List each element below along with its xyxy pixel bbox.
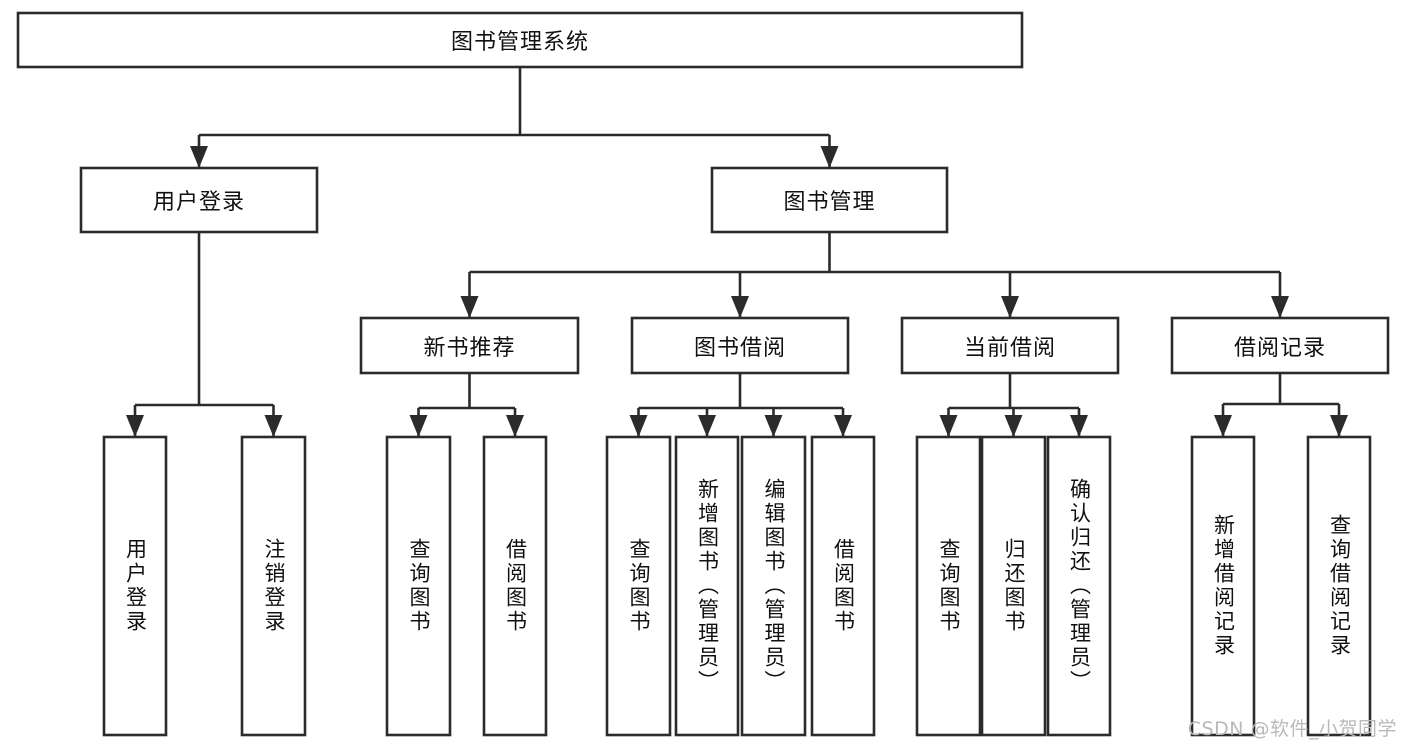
node-box-leaf-confirm-return-admin[interactable] bbox=[1046, 435, 1112, 737]
node-box-book-borrow[interactable] bbox=[630, 316, 850, 375]
arrow-head-icon-leaf-add-book-admin bbox=[698, 415, 716, 437]
arrow-head-icon-leaf-query-borrow-record bbox=[1330, 415, 1348, 437]
arrow-head-icon-new-book-recommend bbox=[460, 296, 479, 318]
arrow-head-icon-leaf-query-book-current bbox=[939, 415, 958, 437]
connectors-group bbox=[126, 67, 1348, 437]
node-box-leaf-query-book-current[interactable] bbox=[915, 435, 982, 737]
node-box-leaf-return-book[interactable] bbox=[980, 435, 1047, 737]
arrow-head-icon-book-borrow bbox=[731, 296, 749, 318]
node-box-leaf-query-borrow-record[interactable] bbox=[1306, 435, 1372, 737]
arrow-head-icon-leaf-borrow-book-rec bbox=[506, 415, 524, 437]
watermark-text: CSDN @软件_小贺同学 bbox=[1187, 718, 1397, 740]
node-box-leaf-user-login[interactable] bbox=[102, 435, 168, 737]
arrow-head-icon-leaf-return-book bbox=[1004, 415, 1023, 437]
arrow-head-icon-book-manage bbox=[820, 146, 839, 168]
node-box-leaf-query-book-rec[interactable] bbox=[385, 435, 452, 737]
node-box-new-book-recommend[interactable] bbox=[359, 316, 580, 375]
arrow-head-icon-leaf-confirm-return-admin bbox=[1070, 415, 1088, 437]
node-box-leaf-borrow-book-rec[interactable] bbox=[482, 435, 548, 737]
arrow-head-icon-leaf-query-book-borrow bbox=[629, 415, 648, 437]
node-box-leaf-logout[interactable] bbox=[240, 435, 307, 737]
node-box-root[interactable] bbox=[16, 11, 1024, 69]
node-box-user-login[interactable] bbox=[79, 166, 319, 234]
arrow-head-icon-leaf-add-borrow-record bbox=[1214, 415, 1232, 437]
node-box-leaf-edit-book-admin[interactable] bbox=[740, 435, 807, 737]
node-box-leaf-borrow-book[interactable] bbox=[810, 435, 876, 737]
arrow-head-icon-leaf-query-book-rec bbox=[409, 415, 428, 437]
arrow-head-icon-leaf-borrow-book bbox=[834, 415, 852, 437]
arrow-head-icon-borrow-record bbox=[1271, 296, 1289, 318]
node-box-borrow-record[interactable] bbox=[1170, 316, 1390, 375]
arrow-head-icon-leaf-edit-book-admin bbox=[764, 415, 783, 437]
arrow-head-icon-current-borrow bbox=[1001, 296, 1019, 318]
node-box-leaf-query-book-borrow[interactable] bbox=[605, 435, 672, 737]
node-box-book-manage[interactable] bbox=[710, 166, 949, 234]
node-box-current-borrow[interactable] bbox=[900, 316, 1120, 375]
arrow-head-icon-leaf-logout bbox=[264, 415, 283, 437]
arrow-head-icon-leaf-user-login bbox=[126, 415, 144, 437]
node-box-leaf-add-borrow-record[interactable] bbox=[1190, 435, 1256, 737]
arrow-head-icon-user-login bbox=[190, 146, 208, 168]
node-box-leaf-add-book-admin[interactable] bbox=[674, 435, 740, 737]
boxes-group bbox=[16, 11, 1390, 737]
